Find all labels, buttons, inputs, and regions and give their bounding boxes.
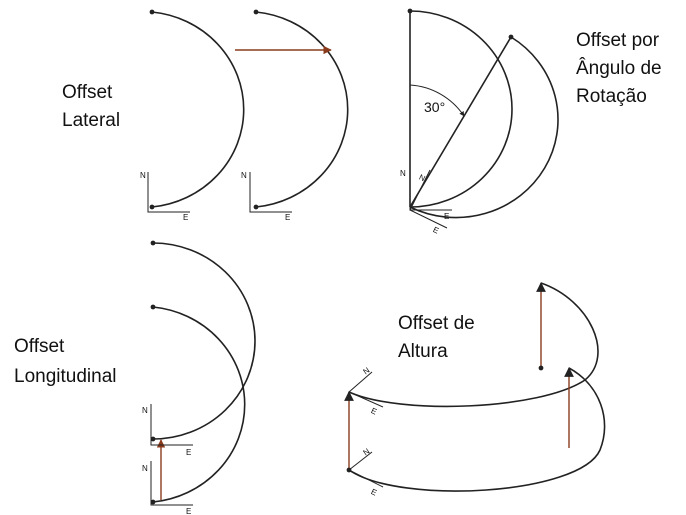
axis-frame-original <box>409 170 452 211</box>
axis-frame-1 <box>150 404 193 446</box>
panel-longitudinal: Offset Longitudinal N E N E <box>14 240 256 515</box>
longitudinal-label-line1: Offset <box>14 336 65 357</box>
panel-rotation: Offset por Ângulo de Rotação 30° N E N E <box>400 8 662 236</box>
original-path-curve <box>409 10 513 208</box>
axis-north-label: N <box>361 447 371 458</box>
base-path-curve <box>348 367 606 492</box>
axis-north-label: N <box>241 171 247 180</box>
axis-frame-1 <box>147 172 190 213</box>
rotation-label-line2: Ângulo de <box>576 57 662 79</box>
axis-north-label: N <box>140 171 146 180</box>
offset-start-point <box>150 304 156 310</box>
panel-lateral: Offset Lateral N E N E <box>62 9 349 222</box>
offset-path-curve <box>152 306 246 503</box>
end-point <box>538 365 544 371</box>
start-point <box>149 9 155 15</box>
rotation-angle-label: 30° <box>424 99 445 115</box>
axis-east-label: E <box>370 406 379 416</box>
height-label-line1: Offset de <box>398 313 475 334</box>
rotated-path-curve <box>409 36 559 219</box>
axis-east-label: E <box>186 507 191 515</box>
offset-start-point <box>253 9 259 15</box>
axis-north-label: N <box>400 169 406 178</box>
axis-frame-base <box>348 451 384 488</box>
axis-east-label: E <box>370 487 379 497</box>
rotation-angle-arc <box>409 84 465 117</box>
rotation-label-line1: Offset por <box>576 30 660 51</box>
axis-north-label: N <box>142 464 148 473</box>
axis-north-label: N <box>142 406 148 415</box>
axis-frame-rotated <box>409 169 448 229</box>
offset-end-point <box>150 499 156 505</box>
raised-path-curve <box>348 282 599 408</box>
axis-frame-2 <box>150 461 193 506</box>
end-point <box>150 436 156 442</box>
axis-north-label: N <box>417 173 426 184</box>
axis-east-label: E <box>186 448 191 457</box>
lateral-label-line2: Lateral <box>62 110 120 131</box>
axis-frame-raised <box>348 371 384 408</box>
original-path-curve <box>152 242 256 440</box>
lateral-label-line1: Offset <box>62 82 113 103</box>
rotated-chord-line <box>409 36 512 208</box>
longitudinal-label-line2: Longitudinal <box>14 366 116 387</box>
axis-east-label: E <box>183 213 188 222</box>
offset-end-point <box>253 204 259 210</box>
panel-height: Offset de Altura N E N E <box>344 282 606 498</box>
start-point <box>150 240 156 246</box>
axis-east-label: E <box>444 212 449 221</box>
axis-east-label: E <box>285 213 290 222</box>
end-point <box>149 204 155 210</box>
rotation-label-line3: Rotação <box>576 86 647 107</box>
axis-east-label: E <box>432 225 441 235</box>
axis-frame-2 <box>249 172 292 213</box>
axis-north-label: N <box>361 366 371 377</box>
original-path-curve <box>151 11 245 208</box>
offset-path-curve <box>255 11 349 208</box>
height-label-line2: Altura <box>398 341 448 362</box>
